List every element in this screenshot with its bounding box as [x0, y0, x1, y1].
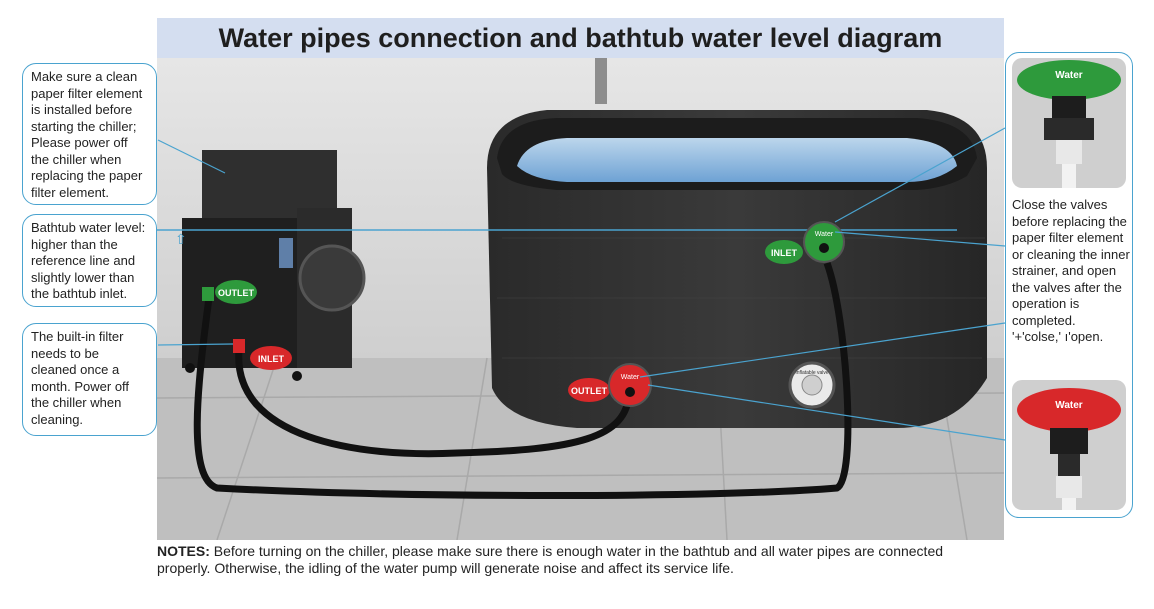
chiller-outlet-label: OUTLET: [218, 288, 254, 298]
valves-symbols-text: '+'colse,' ı'open.: [1012, 329, 1104, 344]
tub-inlet-label: INLET: [771, 248, 798, 258]
tub-inlet-valve-text: Water: [815, 231, 834, 238]
chiller-display: [279, 238, 293, 268]
valves-note-text: Close the valves before replacing the pa…: [1012, 197, 1130, 328]
tub-inlet-valve: [803, 221, 845, 263]
callout-filter-element-text: Make sure a clean paper filter element i…: [31, 69, 143, 200]
faucet: [595, 58, 607, 104]
notes-text: Before turning on the chiller, please ma…: [157, 543, 944, 576]
callout-water-level-text: Bathtub water level: higher than the ref…: [31, 220, 146, 301]
red-valve-word: Water: [1055, 400, 1083, 411]
green-valve-closeup: Water: [1012, 58, 1126, 188]
chiller-outlet-badge: [215, 280, 257, 304]
tub-outlet-valve: [608, 363, 652, 407]
callout-built-in-filter: The built-in filter needs to be cleaned …: [22, 323, 157, 436]
callout-built-in-filter-text: The built-in filter needs to be cleaned …: [31, 329, 130, 427]
diagram-title: Water pipes connection and bathtub water…: [218, 22, 943, 53]
tub-outlet-label: OUTLET: [571, 386, 607, 396]
water-level-arrow-icon: ⇧: [175, 231, 187, 247]
chiller-fan: [298, 244, 366, 312]
red-valve-closeup: Water: [1012, 380, 1126, 510]
setup-illustration: ⇧ OUTLET INLET INLET Water OUTLET Water …: [157, 58, 1004, 540]
green-valve-word: Water: [1055, 70, 1083, 81]
notes: NOTES: Before turning on the chiller, pl…: [157, 543, 997, 577]
inflatable-valve-label: Inflatable valve: [795, 370, 829, 376]
callout-water-level: Bathtub water level: higher than the ref…: [22, 214, 157, 307]
valves-note: Close the valves before replacing the pa…: [1012, 197, 1130, 346]
bathtub-water: [517, 138, 957, 182]
tub-inlet-badge: [765, 240, 803, 264]
notes-label: NOTES:: [157, 543, 210, 559]
tub-outlet-badge: [568, 378, 610, 402]
title-bar: Water pipes connection and bathtub water…: [157, 18, 1004, 58]
chiller-inlet-badge: [250, 346, 292, 370]
hose-inlet: [235, 349, 633, 458]
tub-outlet-valve-text: Water: [621, 374, 640, 381]
chiller-outlet-port: [202, 287, 214, 301]
callout-filter-element: Make sure a clean paper filter element i…: [22, 63, 157, 205]
chiller-inlet-label: INLET: [258, 354, 285, 364]
chiller-inlet-port: [233, 339, 245, 353]
